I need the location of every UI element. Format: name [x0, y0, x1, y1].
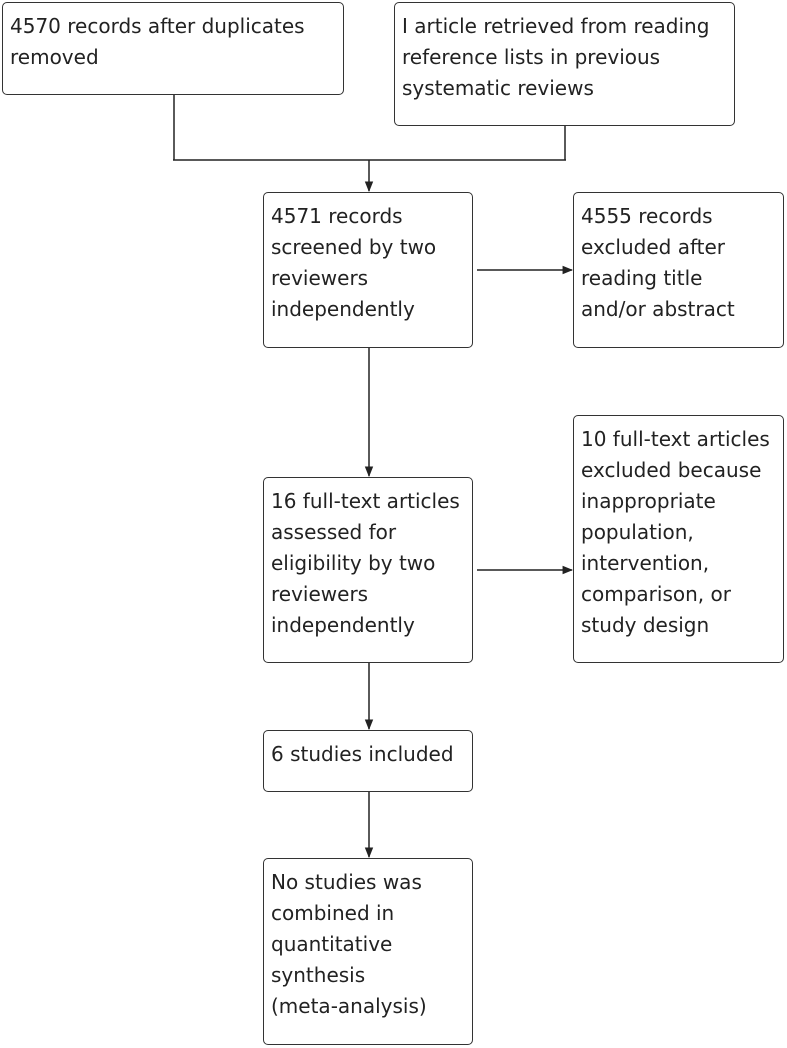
quantitative-synthesis-box: No studies was combined in quantitative …: [263, 858, 473, 1045]
excluded-fulltext-text: 10 full-text articles excluded because i…: [581, 427, 770, 637]
reference-lists-box: I article retrieved from reading referen…: [394, 2, 735, 126]
fulltext-assessed-box: 16 full-text articles assessed for eligi…: [263, 477, 473, 663]
fulltext-assessed-text: 16 full-text articles assessed for eligi…: [271, 489, 460, 637]
records-after-duplicates-box: 4570 records after duplicates removed: [2, 2, 344, 95]
records-screened-box: 4571 records screened by two reviewers i…: [263, 192, 473, 348]
records-after-duplicates-text: 4570 records after duplicates removed: [10, 14, 305, 69]
studies-included-box: 6 studies included: [263, 730, 473, 792]
excluded-title-abstract-box: 4555 records excluded after reading titl…: [573, 192, 784, 348]
excluded-fulltext-box: 10 full-text articles excluded because i…: [573, 415, 784, 663]
reference-lists-text: I article retrieved from reading referen…: [402, 14, 710, 100]
quantitative-synthesis-text: No studies was combined in quantitative …: [271, 870, 427, 1018]
records-screened-text: 4571 records screened by two reviewers i…: [271, 204, 437, 321]
excluded-title-abstract-text: 4555 records excluded after reading titl…: [581, 204, 735, 321]
studies-included-text: 6 studies included: [271, 742, 454, 766]
